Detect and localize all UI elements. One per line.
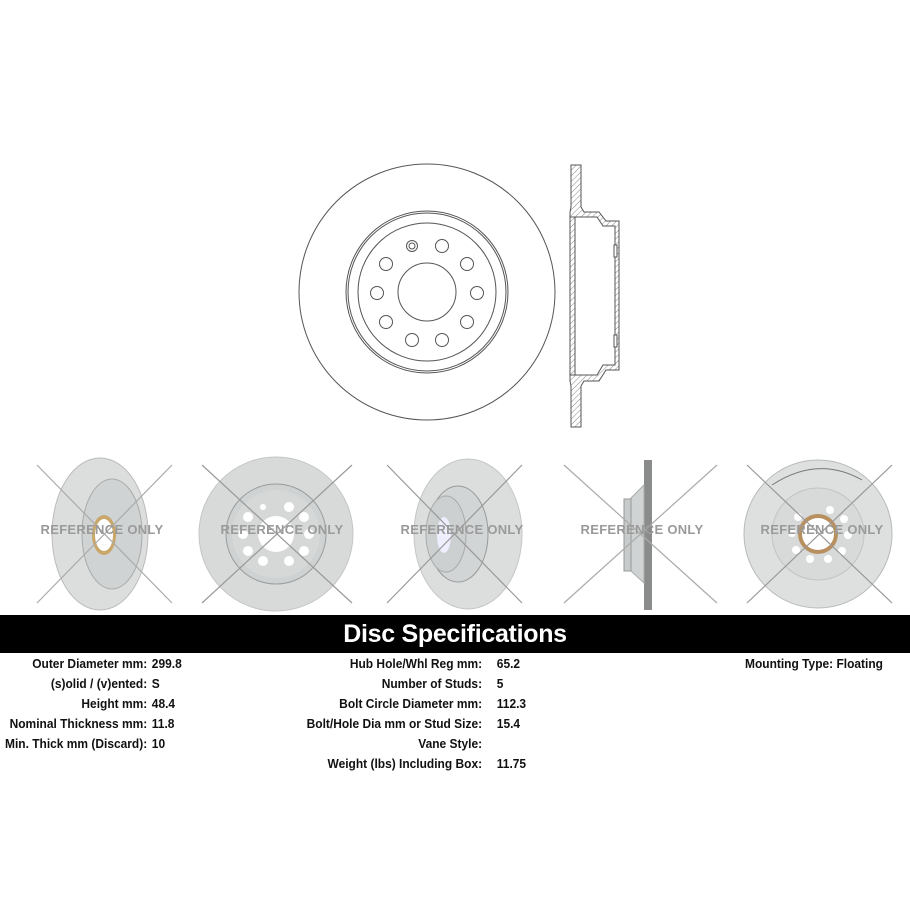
spec-value: 112.3 bbox=[496, 696, 527, 711]
spec-title: Disc Specifications bbox=[343, 620, 567, 648]
thumbnail-front: REFERENCE ONLY bbox=[192, 455, 372, 613]
spec-value: 5 bbox=[496, 676, 504, 691]
spec-label: Nominal Thickness mm: bbox=[9, 716, 148, 731]
spec-label: Bolt/Hole Dia mm or Stud Size: bbox=[306, 716, 483, 731]
spec-row: Vane Style: bbox=[0, 734, 644, 754]
spec-label: Hub Hole/Whl Reg mm: bbox=[349, 656, 483, 671]
thumbnail-back: REFERENCE ONLY bbox=[732, 455, 910, 613]
reference-only-watermark: REFERENCE ONLY bbox=[220, 522, 344, 537]
spec-row: Number of Studs: 5 bbox=[0, 674, 644, 694]
disc-line-drawing bbox=[298, 163, 620, 428]
spec-row: Mounting Type: Floating bbox=[745, 654, 910, 674]
reference-only-watermark: REFERENCE ONLY bbox=[400, 522, 524, 537]
spec-value: 65.2 bbox=[496, 656, 521, 671]
disc-photo-hat bbox=[386, 458, 523, 610]
reference-only-watermark: REFERENCE ONLY bbox=[580, 522, 704, 537]
spec-label: Height mm: bbox=[81, 696, 148, 711]
thumbnail-side-profile: REFERENCE ONLY bbox=[552, 455, 732, 613]
spec-row: Outer Diameter mm: 299.8 bbox=[0, 654, 294, 674]
spec-row: Height mm: 48.4 bbox=[0, 694, 294, 714]
spec-label: Outer Diameter mm: bbox=[32, 656, 148, 671]
spec-label: (s)olid / (v)ented: bbox=[50, 676, 148, 691]
disc-cross-section bbox=[569, 164, 620, 428]
spec-row: Nominal Thickness mm: 11.8 bbox=[0, 714, 294, 734]
spec-value: 299.8 bbox=[151, 656, 182, 671]
spec-value: 11.8 bbox=[151, 716, 175, 731]
thumbnail-angled-hat: REFERENCE ONLY bbox=[372, 455, 552, 613]
spec-value: 15.4 bbox=[496, 716, 521, 731]
spec-value: S bbox=[151, 676, 160, 691]
spec-row: Min. Thick mm (Discard): 10 bbox=[0, 734, 294, 754]
spec-label: Number of Studs: bbox=[381, 676, 483, 691]
spec-row: Bolt/Hole Dia mm or Stud Size: 15.4 bbox=[0, 714, 644, 734]
spec-value: 10 bbox=[151, 736, 166, 751]
spec-label: Vane Style: bbox=[418, 736, 483, 751]
spec-value: 48.4 bbox=[151, 696, 176, 711]
spec-row: (s)olid / (v)ented: S bbox=[0, 674, 294, 694]
spec-label: Bolt Circle Diameter mm: bbox=[339, 696, 483, 711]
spec-row: Bolt Circle Diameter mm: 112.3 bbox=[0, 694, 644, 714]
spec-title-bar: Disc Specifications bbox=[0, 615, 910, 653]
spec-value: Floating bbox=[836, 656, 883, 671]
reference-only-watermark: REFERENCE ONLY bbox=[760, 522, 884, 537]
disc-photo-side bbox=[563, 460, 718, 610]
disc-photo-angled bbox=[36, 457, 173, 611]
spec-value: 11.75 bbox=[496, 756, 527, 771]
spec-row: Hub Hole/Whl Reg mm: 65.2 bbox=[0, 654, 644, 674]
reference-only-watermark: REFERENCE ONLY bbox=[40, 522, 164, 537]
technical-drawing bbox=[0, 0, 910, 450]
spec-label: Weight (lbs) Including Box: bbox=[327, 756, 483, 771]
spec-label: Mounting Type: bbox=[745, 656, 834, 671]
disc-photo-back bbox=[743, 459, 893, 609]
spec-label: Min. Thick mm (Discard): bbox=[4, 736, 148, 751]
spec-row: Weight (lbs) Including Box: 11.75 bbox=[0, 754, 644, 774]
disc-photo-front bbox=[198, 456, 354, 612]
thumbnail-angled-front: REFERENCE ONLY bbox=[12, 455, 192, 613]
disc-front-view bbox=[298, 163, 556, 421]
